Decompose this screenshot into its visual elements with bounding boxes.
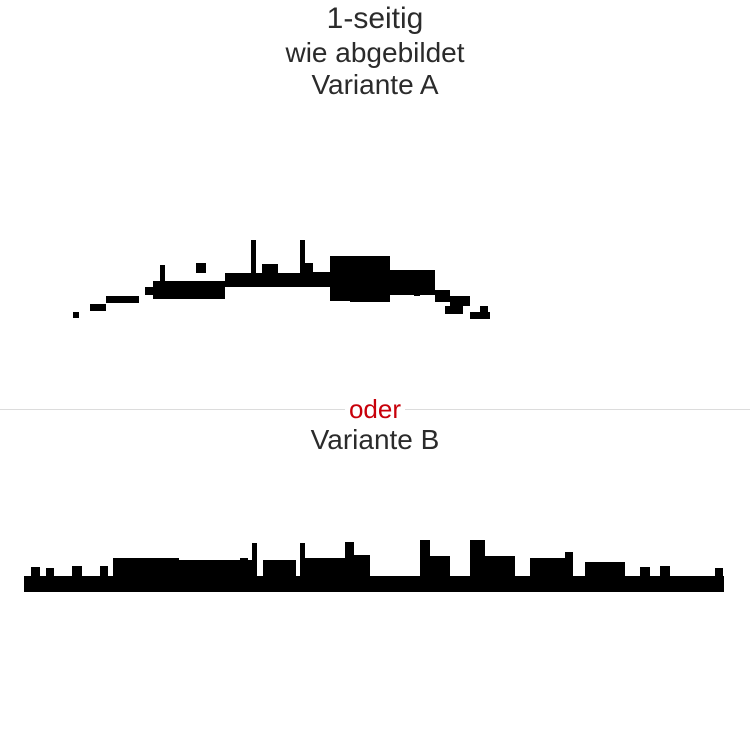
separator-label: oder	[344, 393, 406, 425]
option-title: 1-seitig	[326, 2, 424, 35]
skyline-a-icon	[73, 240, 490, 319]
variant-b-skyline-image	[0, 470, 750, 670]
skyline-b-icon	[24, 540, 724, 592]
option-subtitle: wie abgebildet	[285, 37, 465, 68]
variant-b-label: Variante B	[310, 424, 440, 455]
variant-a-skyline-image	[0, 180, 750, 360]
variant-a-label: Variante A	[311, 69, 439, 100]
